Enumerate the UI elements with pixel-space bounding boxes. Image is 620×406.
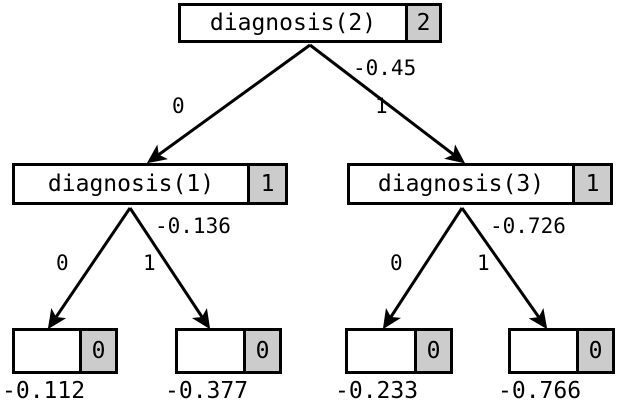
tree-node-value-cell: 2 <box>405 6 439 40</box>
leaf-value-leaf-4: -0.766 <box>498 378 582 404</box>
tree-node-root[interactable]: diagnosis(2)2 <box>178 3 442 43</box>
tree-node-leaf-2[interactable]: 0 <box>175 328 282 374</box>
tree-node-mid-right[interactable]: diagnosis(3)1 <box>347 163 613 205</box>
leaf-value-leaf-1: -0.112 <box>2 378 86 404</box>
edge-weight-root-to-mid-right: -0.45 <box>353 56 417 80</box>
tree-node-label <box>15 331 79 371</box>
tree-node-leaf-4[interactable]: 0 <box>508 328 615 374</box>
tree-node-label <box>178 331 243 371</box>
tree-node-value-cell: 0 <box>576 331 612 371</box>
tree-node-value-cell: 0 <box>243 331 279 371</box>
tree-node-value-cell: 1 <box>247 166 285 202</box>
tree-node-label <box>348 331 414 371</box>
tree-node-label <box>511 331 576 371</box>
edge-weight-mid-left-to-leaf-2: -0.136 <box>155 214 231 238</box>
tree-node-value-cell: 0 <box>79 331 115 371</box>
tree-node-label: diagnosis(3) <box>350 166 572 202</box>
tree-node-value-cell: 0 <box>414 331 450 371</box>
branch-label-mid-right-to-leaf-4: 1 <box>477 251 490 275</box>
edge-weight-mid-right-to-leaf-4: -0.726 <box>490 214 566 238</box>
branch-label-root-to-mid-left: 0 <box>172 94 185 118</box>
tree-node-value-cell: 1 <box>572 166 610 202</box>
branch-label-mid-right-to-leaf-3: 0 <box>390 251 403 275</box>
tree-node-label: diagnosis(2) <box>181 6 405 40</box>
branch-label-mid-left-to-leaf-2: 1 <box>143 251 156 275</box>
leaf-value-leaf-3: -0.233 <box>335 378 419 404</box>
tree-node-label: diagnosis(1) <box>15 166 247 202</box>
leaf-value-leaf-2: -0.377 <box>165 378 249 404</box>
tree-node-leaf-1[interactable]: 0 <box>12 328 118 374</box>
tree-node-mid-left[interactable]: diagnosis(1)1 <box>12 163 288 205</box>
branch-label-mid-left-to-leaf-1: 0 <box>56 251 69 275</box>
branch-label-root-to-mid-right: 1 <box>375 94 388 118</box>
tree-node-leaf-3[interactable]: 0 <box>345 328 453 374</box>
